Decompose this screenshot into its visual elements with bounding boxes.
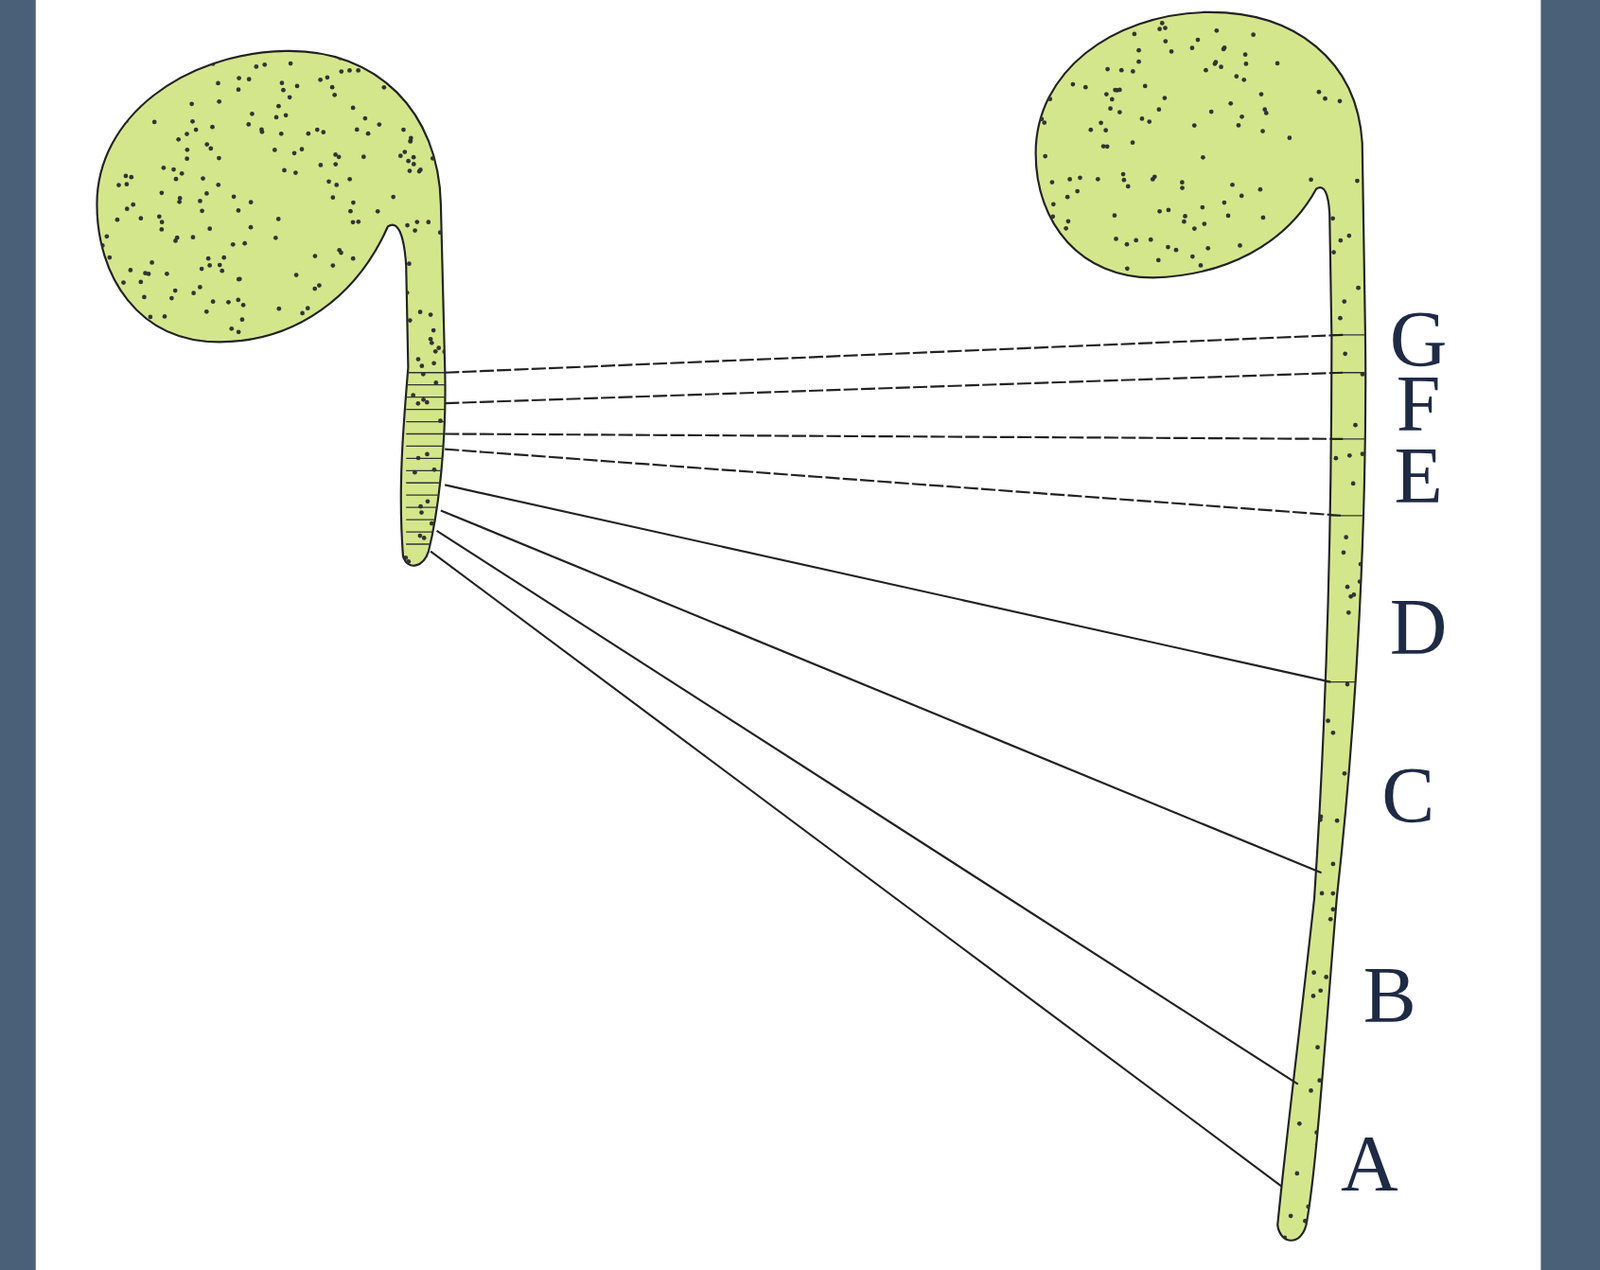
zone-letter: C xyxy=(1381,756,1435,836)
young-seedling xyxy=(96,51,445,566)
zone-letter: D xyxy=(1389,587,1448,668)
zone-letter: E xyxy=(1393,436,1442,516)
zone-letter: A xyxy=(1340,1124,1399,1204)
background-panel xyxy=(35,0,1542,1270)
zone-letter: F xyxy=(1396,364,1442,444)
grown-seedling xyxy=(1036,12,1367,1241)
cell-dots xyxy=(90,5,1371,1245)
zone-marks xyxy=(405,334,1370,683)
zone-letter: B xyxy=(1363,955,1417,1036)
growth-lines xyxy=(430,334,1343,1187)
